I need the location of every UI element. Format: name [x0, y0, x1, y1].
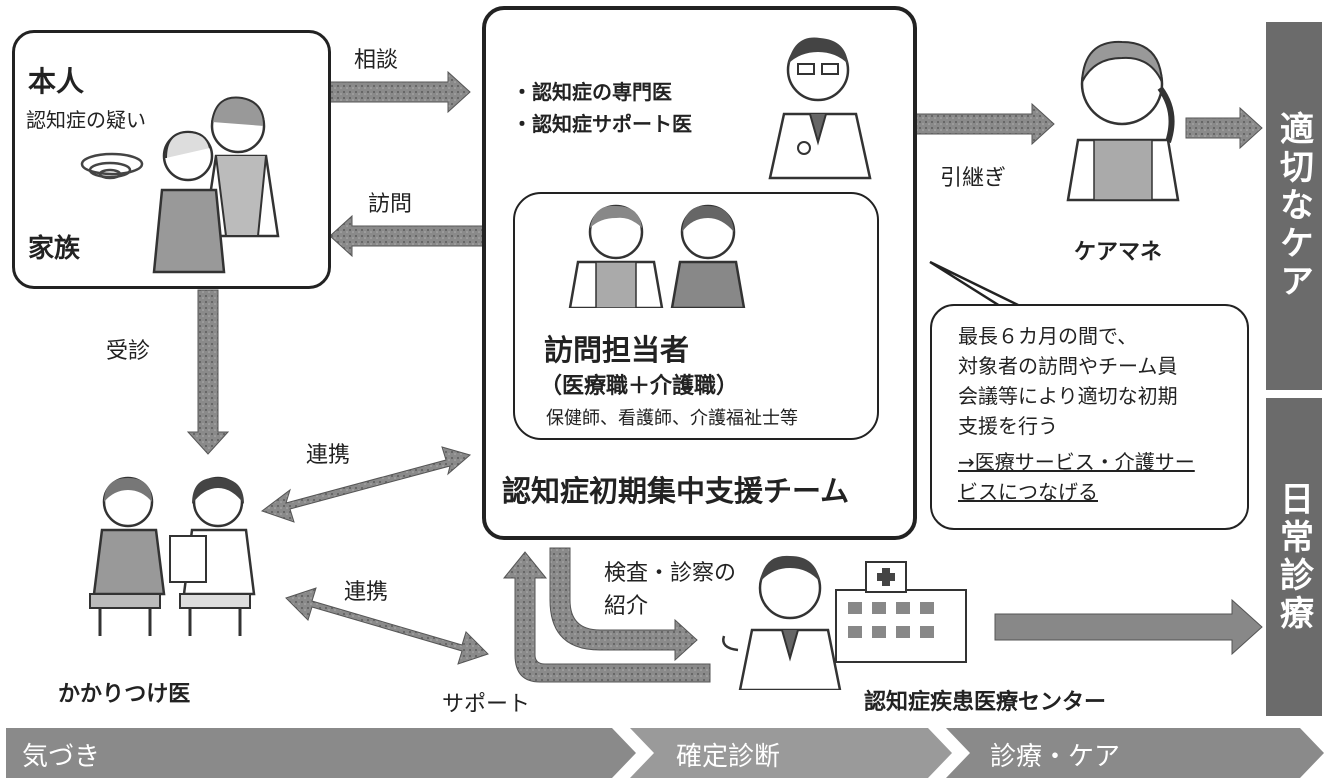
flow-step-awareness — [6, 728, 636, 778]
flow-awareness-text: 気づき — [22, 742, 101, 772]
family-doctor-illustration — [89, 476, 256, 636]
cooperation-bottom-label: 連携 — [344, 580, 389, 605]
callout-link-1: →医療サービス・介護サー — [958, 450, 1195, 474]
exam-intro-label-2: 紹介 — [604, 594, 649, 619]
flow-diagnosis-text: 確定診断 — [676, 742, 781, 772]
callout-line-3: 会議等により適切な初期 — [958, 384, 1178, 408]
confusion-swirl-icon — [80, 152, 144, 180]
family-label: 家族 — [28, 234, 81, 264]
support-arrow — [502, 551, 711, 683]
care-manager-label: ケアマネ — [1074, 240, 1163, 265]
cooperation-bottom-arrow — [285, 587, 489, 665]
consult-arrow — [329, 70, 471, 114]
medical-center-label: 認知症疾患医療センター — [864, 690, 1107, 715]
callout-link-2: ビスにつなげる — [958, 480, 1098, 504]
callout-line-1: 最長６カ月の間で、 — [958, 324, 1138, 348]
exam-intro-label-1: 検査・診察の — [604, 561, 737, 586]
care-arrow — [1185, 106, 1263, 150]
exam-intro-arrow — [549, 547, 698, 662]
flow-care-text: 診療・ケア — [990, 742, 1121, 772]
visitor-roles: 保健師、看護師、介護福祉士等 — [546, 408, 798, 429]
cooperation-top-arrow — [260, 446, 472, 523]
medical-center-illustration — [722, 555, 967, 690]
visitor-title: 訪問担当者 — [544, 333, 690, 367]
team-name: 認知症初期集中支援チーム — [502, 474, 850, 508]
patient-subtitle: 認知症の疑い — [26, 108, 146, 132]
callout-line-2: 対象者の訪問やチーム員 — [958, 354, 1178, 378]
callout-line-4: 支援を行う — [958, 414, 1058, 438]
appropriate-care-text: 適切なケア — [1273, 111, 1314, 301]
daily-care-arrow — [994, 598, 1263, 656]
cooperation-top-label: 連携 — [306, 443, 351, 468]
daily-care-text: 日常診療 — [1273, 481, 1314, 633]
callout-box — [930, 304, 1249, 530]
family-doctor-label: かかりつけ医 — [58, 682, 191, 707]
callout-tail — [929, 260, 1021, 308]
patient-family-illustration — [152, 96, 280, 274]
handover-arrow — [911, 102, 1055, 146]
visit-label: 訪問 — [368, 192, 413, 217]
bottom-flow — [6, 728, 1324, 778]
care-manager-illustration — [1066, 40, 1180, 202]
doctor-item-support: ・認知症サポート医 — [512, 112, 692, 136]
appropriate-care-bar: 適切なケア — [1266, 22, 1322, 390]
handover-label: 引継ぎ — [940, 166, 1007, 191]
visitor-subtitle: （医療職＋介護職） — [540, 374, 739, 399]
doctor-item-specialist: ・認知症の専門医 — [512, 80, 672, 104]
support-label: サポート — [442, 692, 531, 717]
flow-step-diagnosis — [630, 728, 952, 778]
patient-title: 本人 — [28, 65, 85, 98]
consult-visit-label: 受診 — [106, 339, 151, 364]
visitor-staff-illustration — [568, 204, 746, 308]
daily-care-bar: 日常診療 — [1266, 398, 1322, 716]
flow-step-care — [946, 728, 1324, 778]
consult-visit-arrow — [186, 289, 230, 455]
team-doctor-illustration — [768, 37, 872, 180]
consult-label: 相談 — [354, 48, 399, 73]
